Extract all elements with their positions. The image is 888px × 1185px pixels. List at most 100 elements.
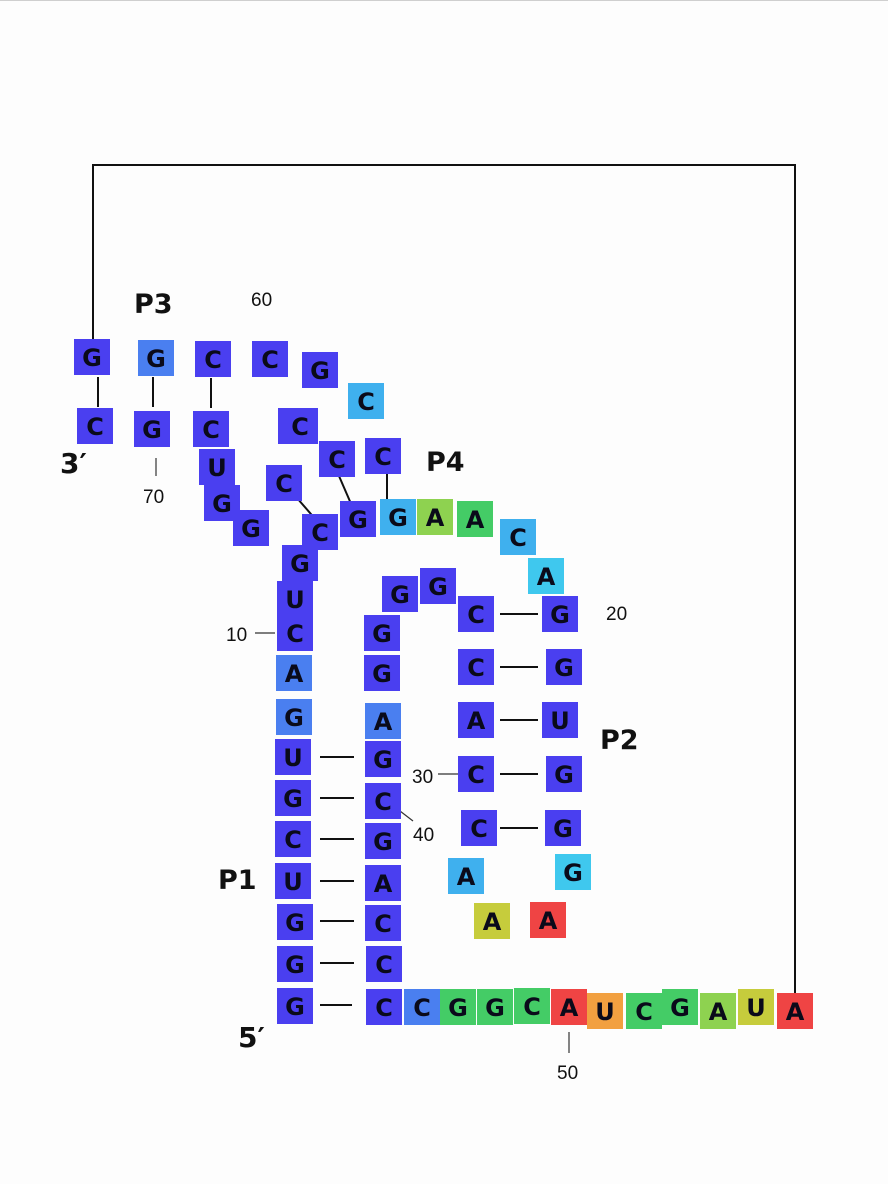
nucleotide-box (587, 993, 623, 1029)
nucleotide-60: C (348, 383, 384, 419)
nucleotide-letter: A (285, 660, 304, 688)
nucleotide-box (365, 741, 401, 777)
nucleotide-letter: A (537, 563, 556, 591)
nucleotide-box (458, 596, 494, 632)
nucleotide-box (440, 989, 476, 1025)
nucleotide-47: C (404, 989, 440, 1025)
nucleotide-38: G (364, 655, 400, 691)
nucleotide-box (77, 408, 113, 444)
nucleotide-letter: G (554, 654, 574, 682)
nucleotide-24: G (546, 756, 582, 792)
nucleotide-14: G (340, 501, 376, 537)
nucleotide-letter: U (283, 744, 303, 772)
region-label-p2: P2 (600, 725, 639, 756)
nucleotide-letter: A (466, 506, 485, 534)
nucleotide-letter: C (375, 951, 393, 979)
nucleotide-20: A (528, 558, 564, 594)
nucleotide-box (348, 383, 384, 419)
nucleotide-6: G (275, 780, 311, 816)
nucleotide-box (514, 988, 550, 1024)
nucleotide-box (282, 408, 318, 444)
nucleotide-54: G (662, 989, 698, 1025)
nucleotide-5: C (275, 821, 311, 857)
nucleotide-67: G (134, 411, 170, 447)
nucleotide-50: C (514, 988, 550, 1024)
nucleotide-box (277, 581, 313, 617)
nucleotide-39: A (365, 703, 401, 739)
nucleotide-letter: U (283, 868, 303, 896)
nucleotide-box (277, 615, 313, 651)
nucleotide-box (74, 339, 110, 375)
nucleotide-35: G (420, 568, 456, 604)
nucleotide-box (365, 823, 401, 859)
nucleotide-letter: U (285, 586, 305, 614)
nucleotide-65: G (74, 339, 110, 375)
nucleotide-letter: C (467, 601, 485, 629)
nucleotide-17: A (417, 499, 453, 535)
nucleotide-box (555, 854, 591, 890)
nucleotide-box (662, 989, 698, 1025)
nucleotide-64: G (138, 340, 174, 376)
nucleotide-box (365, 905, 401, 941)
nucleotide-3: G (277, 904, 313, 940)
nucleotide-letter: A (374, 708, 393, 736)
nucleotide-box (365, 865, 401, 901)
nucleotide-21: G (542, 596, 578, 632)
nucleotide-letter: C (275, 470, 293, 498)
nucleotide-letter: C (357, 388, 375, 416)
nucleotide-61: G (302, 352, 338, 388)
nucleotide-box (340, 501, 376, 537)
nucleotide-letter: C (470, 815, 488, 843)
nucleotide-letter: A (709, 998, 728, 1026)
nucleotide-53: C (626, 993, 662, 1029)
nucleotide-letter: C (261, 346, 279, 374)
nucleotide-41: C (365, 783, 401, 819)
nucleotide-letter: G (670, 994, 690, 1022)
nucleotide-letter: C (635, 998, 653, 1026)
nucleotide-box (626, 993, 662, 1029)
nucleotide-letter: G (290, 550, 310, 578)
nucleotide-57: A (777, 993, 813, 1029)
nucleotide-box (542, 596, 578, 632)
position-tick-lines (155, 458, 570, 1053)
nucleotide-letter: G (310, 357, 330, 385)
nucleotide-32: A (458, 702, 494, 738)
nucleotide-25: G (545, 810, 581, 846)
nucleotide-box (366, 946, 402, 982)
nucleotide-box (448, 858, 484, 894)
nucleotide-letter: A (483, 908, 502, 936)
nucleotide-69: U (199, 449, 235, 485)
nucleotide-letter: G (373, 828, 393, 856)
nucleotide-letter: G (550, 601, 570, 629)
nucleotide-box (458, 649, 494, 685)
nucleotide-letter: G (212, 490, 232, 518)
nucleotide-box (252, 341, 288, 377)
nucleotide-box (366, 989, 402, 1025)
nucleotide-box (275, 739, 311, 775)
nucleotide-letter: G (285, 951, 305, 979)
nucleotide-11: U (277, 581, 313, 617)
nucleotide-box (302, 352, 338, 388)
nucleotide-56: U (738, 989, 774, 1025)
nucleotide-box (380, 499, 416, 535)
nucleotide-box (477, 989, 513, 1025)
nucleotide-letter: C (467, 654, 485, 682)
nucleotide-letter: U (746, 994, 766, 1022)
nucleotide-letter: G (390, 581, 410, 609)
nucleotide-7: U (275, 739, 311, 775)
nucleotide-letter: G (428, 573, 448, 601)
position-number-40: 40 (413, 825, 434, 846)
nucleotide-letter: C (375, 994, 393, 1022)
nucleotide-box (302, 514, 338, 550)
nucleotide-box (364, 615, 400, 651)
nucleotide-letter: G (285, 909, 305, 937)
nucleotide-box (404, 989, 440, 1025)
nucleotide-letter: A (560, 994, 579, 1022)
nucleotide-box (193, 411, 229, 447)
nucleotide-box (282, 545, 318, 581)
nucleotide-letter: G (372, 620, 392, 648)
nucleotide-letter: C (413, 994, 431, 1022)
